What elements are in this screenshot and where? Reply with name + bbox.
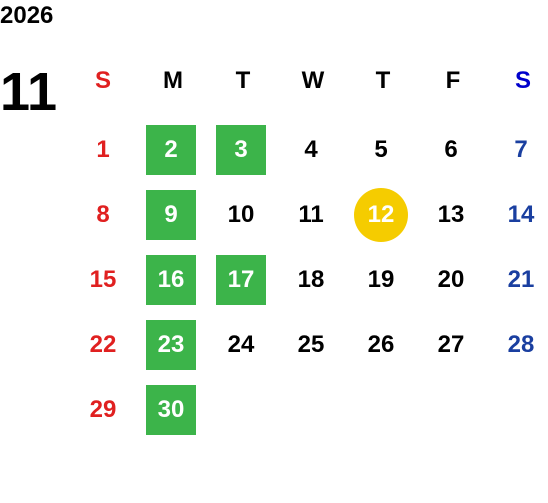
day-cell[interactable]: 1 — [96, 136, 110, 163]
day-cell[interactable]: 22 — [89, 331, 117, 358]
weekday-wednesday: W — [301, 67, 325, 94]
day-cell-highlighted[interactable]: 17 — [216, 255, 266, 305]
weekday-thursday: T — [375, 67, 391, 94]
day-cell[interactable]: 11 — [298, 201, 324, 228]
weekday-friday: F — [445, 67, 461, 94]
day-cell-highlighted[interactable]: 16 — [146, 255, 196, 305]
day-cell-today[interactable]: 12 — [354, 188, 408, 242]
day-cell[interactable]: 4 — [304, 136, 318, 163]
day-cell[interactable]: 19 — [367, 266, 395, 293]
weekday-sunday: S — [94, 67, 111, 94]
day-cell[interactable]: 14 — [507, 201, 535, 228]
weekday-tuesday: T — [235, 67, 251, 94]
weekday-saturday: S — [514, 67, 531, 94]
day-cell[interactable]: 26 — [367, 331, 395, 358]
day-cell-highlighted[interactable]: 3 — [216, 125, 266, 175]
day-cell[interactable]: 29 — [89, 396, 117, 423]
weekday-monday: M — [163, 67, 183, 94]
day-cell-highlighted[interactable]: 23 — [146, 320, 196, 370]
day-cell-highlighted[interactable]: 9 — [146, 190, 196, 240]
day-cell[interactable]: 27 — [437, 331, 465, 358]
day-cell[interactable]: 7 — [514, 136, 528, 163]
day-cell[interactable]: 28 — [507, 331, 535, 358]
day-cell-highlighted[interactable]: 30 — [146, 385, 196, 435]
day-cell[interactable]: 15 — [89, 266, 117, 293]
year-label: 2026 — [0, 2, 54, 29]
day-cell[interactable]: 6 — [444, 136, 458, 163]
day-cell[interactable]: 24 — [227, 331, 255, 358]
day-cell[interactable]: 10 — [227, 201, 255, 228]
day-cell[interactable]: 20 — [437, 266, 465, 293]
day-cell[interactable]: 8 — [96, 201, 110, 228]
month-number: 11 — [0, 62, 58, 122]
day-cell[interactable]: 5 — [374, 136, 388, 163]
day-cell-highlighted[interactable]: 2 — [146, 125, 196, 175]
day-cell[interactable]: 25 — [297, 331, 325, 358]
day-cell[interactable]: 21 — [507, 266, 535, 293]
day-cell[interactable]: 18 — [297, 266, 325, 293]
day-cell[interactable]: 13 — [437, 201, 465, 228]
